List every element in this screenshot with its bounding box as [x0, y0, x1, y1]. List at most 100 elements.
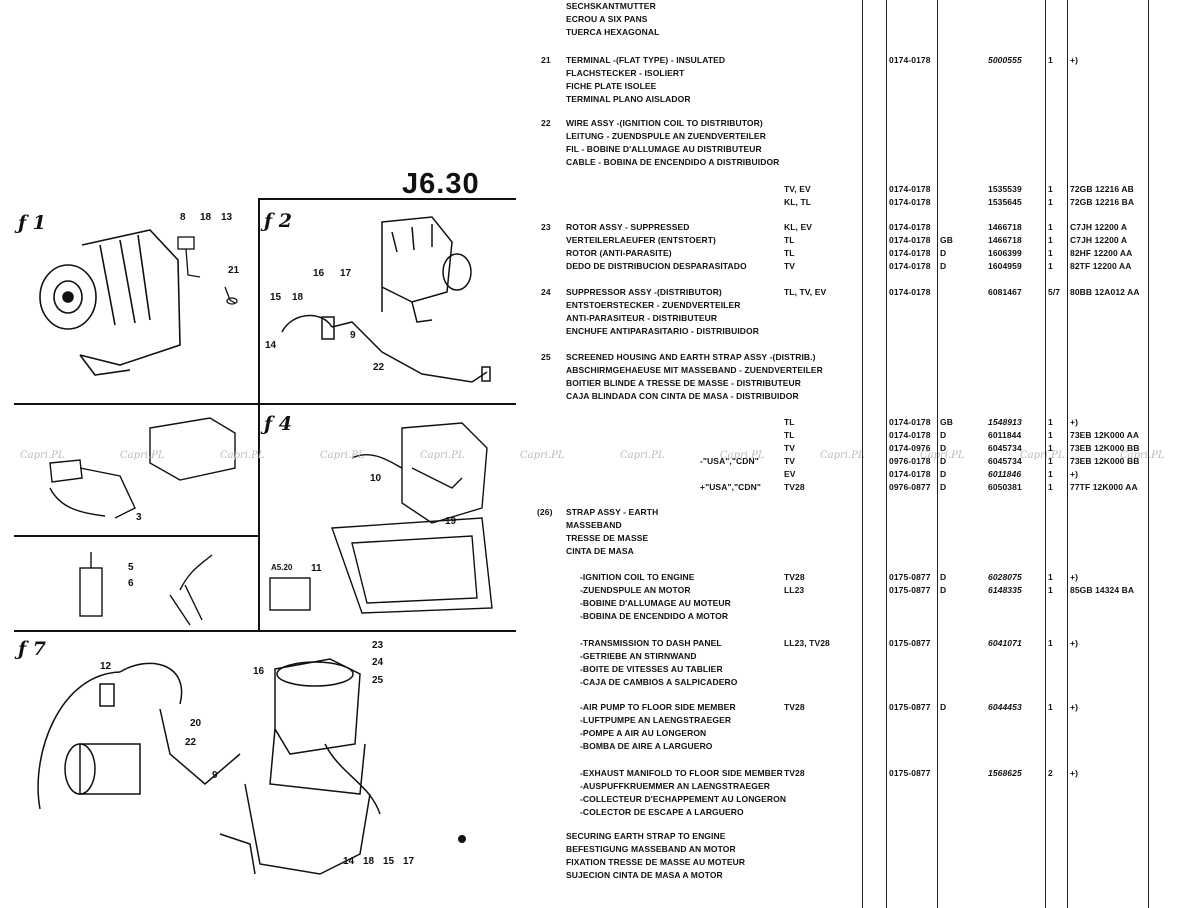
item-number: 22: [541, 118, 551, 128]
date-range: 0174-0178: [889, 235, 931, 245]
callout: 3: [136, 512, 142, 523]
panel-divider: [14, 630, 516, 632]
watermark: Capri.PL: [720, 450, 765, 461]
panel-divider: [258, 200, 260, 630]
part-number: 6028075: [988, 572, 1022, 582]
part-number: 1568625: [988, 768, 1022, 778]
finis-code: C7JH 12200 A: [1070, 235, 1128, 245]
finis-code: 82TF 12200 AA: [1070, 261, 1132, 271]
item-description: -AUSPUFFKRUEMMER AN LAENGSTRAEGER: [580, 781, 770, 791]
part-number: 6148335: [988, 585, 1022, 595]
page-code: J6.30: [402, 168, 480, 200]
item-description: CAJA BLINDADA CON CINTA DE MASA - DISTRI…: [566, 391, 799, 401]
callout: 9: [350, 330, 356, 341]
part-number: 1466718: [988, 222, 1022, 232]
part-number: 5000555: [988, 55, 1022, 65]
model-code: TV28: [784, 572, 805, 582]
item-description: ENCHUFE ANTIPARASITARIO - DISTRIBUIDOR: [566, 326, 759, 336]
item-description: ABSCHIRMGEHAEUSE MIT MASSEBAND - ZUENDVE…: [566, 365, 823, 375]
quantity: 1: [1048, 235, 1053, 245]
date-range: 0175-0877: [889, 585, 931, 595]
quantity: 1: [1048, 417, 1053, 427]
item-description: FIXATION TRESSE DE MASSE AU MOTEUR: [566, 857, 746, 867]
item-description: -EXHAUST MANIFOLD TO FLOOR SIDE MEMBER: [580, 768, 783, 778]
model-code: TL: [784, 235, 795, 245]
date-range: 0174-0178: [889, 222, 931, 232]
watermark: Capri.PL: [1120, 450, 1165, 461]
quantity: 5/7: [1048, 287, 1061, 297]
item-description: FICHE PLATE ISOLEE: [566, 81, 657, 91]
finis-code: +): [1070, 417, 1078, 427]
part-number: 1466718: [988, 235, 1022, 245]
callout: 11: [311, 563, 322, 574]
callout: 17: [340, 268, 352, 279]
callout: 9: [212, 770, 218, 781]
watermark: Capri.PL: [920, 450, 965, 461]
part-number: 6041071: [988, 638, 1022, 648]
callout: 8: [180, 212, 186, 223]
item-description: -BOMBA DE AIRE A LARGUERO: [580, 741, 713, 751]
date-range: 0174-0178: [889, 469, 931, 479]
column-rule: [886, 0, 887, 908]
item-description: -POMPE A AIR AU LONGERON: [580, 728, 707, 738]
finis-code: 72GB 12216 AB: [1070, 184, 1134, 194]
item-description: MASSEBAND: [566, 520, 622, 530]
item-description: CABLE - BOBINA DE ENCENDIDO A DISTRIBUID…: [566, 157, 780, 167]
callout: 16: [253, 666, 265, 677]
item-description: WIRE ASSY -(IGNITION COIL TO DISTRIBUTOR…: [566, 118, 763, 128]
date-range: 0174-0178: [889, 55, 931, 65]
finis-code: +): [1070, 702, 1078, 712]
item-description: FLACHSTECKER - ISOLIERT: [566, 68, 685, 78]
callout: 15: [383, 856, 395, 867]
model-code: EV: [784, 469, 796, 479]
item-description: -CAJA DE CAMBIOS A SALPICADERO: [580, 677, 738, 687]
item-number: 23: [541, 222, 551, 232]
quantity: 1: [1048, 443, 1053, 453]
country-code: D: [940, 248, 947, 258]
callout: 22: [373, 362, 385, 373]
model-code: TL: [784, 248, 795, 258]
item-description: TERMINAL -(FLAT TYPE) - INSULATED: [566, 55, 726, 65]
item-description: TERMINAL PLANO AISLADOR: [566, 94, 691, 104]
watermark: Capri.PL: [320, 450, 365, 461]
item-description: -ZUENDSPULE AN MOTOR: [580, 585, 691, 595]
callout: 18: [292, 292, 304, 303]
quantity: 1: [1048, 572, 1053, 582]
callout: 21: [228, 265, 240, 276]
item-description: TRESSE DE MASSE: [566, 533, 649, 543]
finis-code: C7JH 12200 A: [1070, 222, 1128, 232]
item-description: -AIR PUMP TO FLOOR SIDE MEMBER: [580, 702, 736, 712]
figure-2-label: ƒ 2: [264, 210, 293, 232]
country-code: D: [940, 443, 947, 453]
country-code: D: [940, 572, 947, 582]
date-range: 0174-0178: [889, 287, 931, 297]
finis-code: 80BB 12A012 AA: [1070, 287, 1140, 297]
quantity: 1: [1048, 430, 1053, 440]
suppressor-drawing: [79, 552, 213, 626]
item-description: TUERCA HEXAGONAL: [566, 27, 660, 37]
quantity: 1: [1048, 248, 1053, 258]
item-number: 21: [541, 55, 551, 65]
finis-code: +): [1070, 572, 1078, 582]
callout: 25: [372, 675, 384, 686]
finis-code: 73EB 12K000 BB: [1070, 443, 1140, 453]
model-code: TV, EV: [784, 184, 811, 194]
item-description: -BOBINA DE ENCENDIDO A MOTOR: [580, 611, 729, 621]
item-number: 25: [541, 352, 551, 362]
date-range: 0976-0178: [889, 456, 931, 466]
quantity: 2: [1048, 768, 1053, 778]
callout: 14: [343, 856, 355, 867]
quantity: 1: [1048, 469, 1053, 479]
quantity: 1: [1048, 261, 1053, 271]
panel-divider: [258, 198, 516, 200]
country-code: D: [940, 469, 947, 479]
distributor-drawing: [281, 216, 491, 383]
country-code: D: [940, 261, 947, 271]
date-range: 0174-0976: [889, 443, 931, 453]
item-description: FIL - BOBINE D'ALLUMAGE AU DISTRIBUTEUR: [566, 144, 762, 154]
date-range: 0175-0877: [889, 768, 931, 778]
callout: 6: [128, 578, 134, 589]
quantity: 1: [1048, 197, 1053, 207]
quantity: 1: [1048, 638, 1053, 648]
item-description: SUPPRESSOR ASSY -(DISTRIBUTOR): [566, 287, 722, 297]
